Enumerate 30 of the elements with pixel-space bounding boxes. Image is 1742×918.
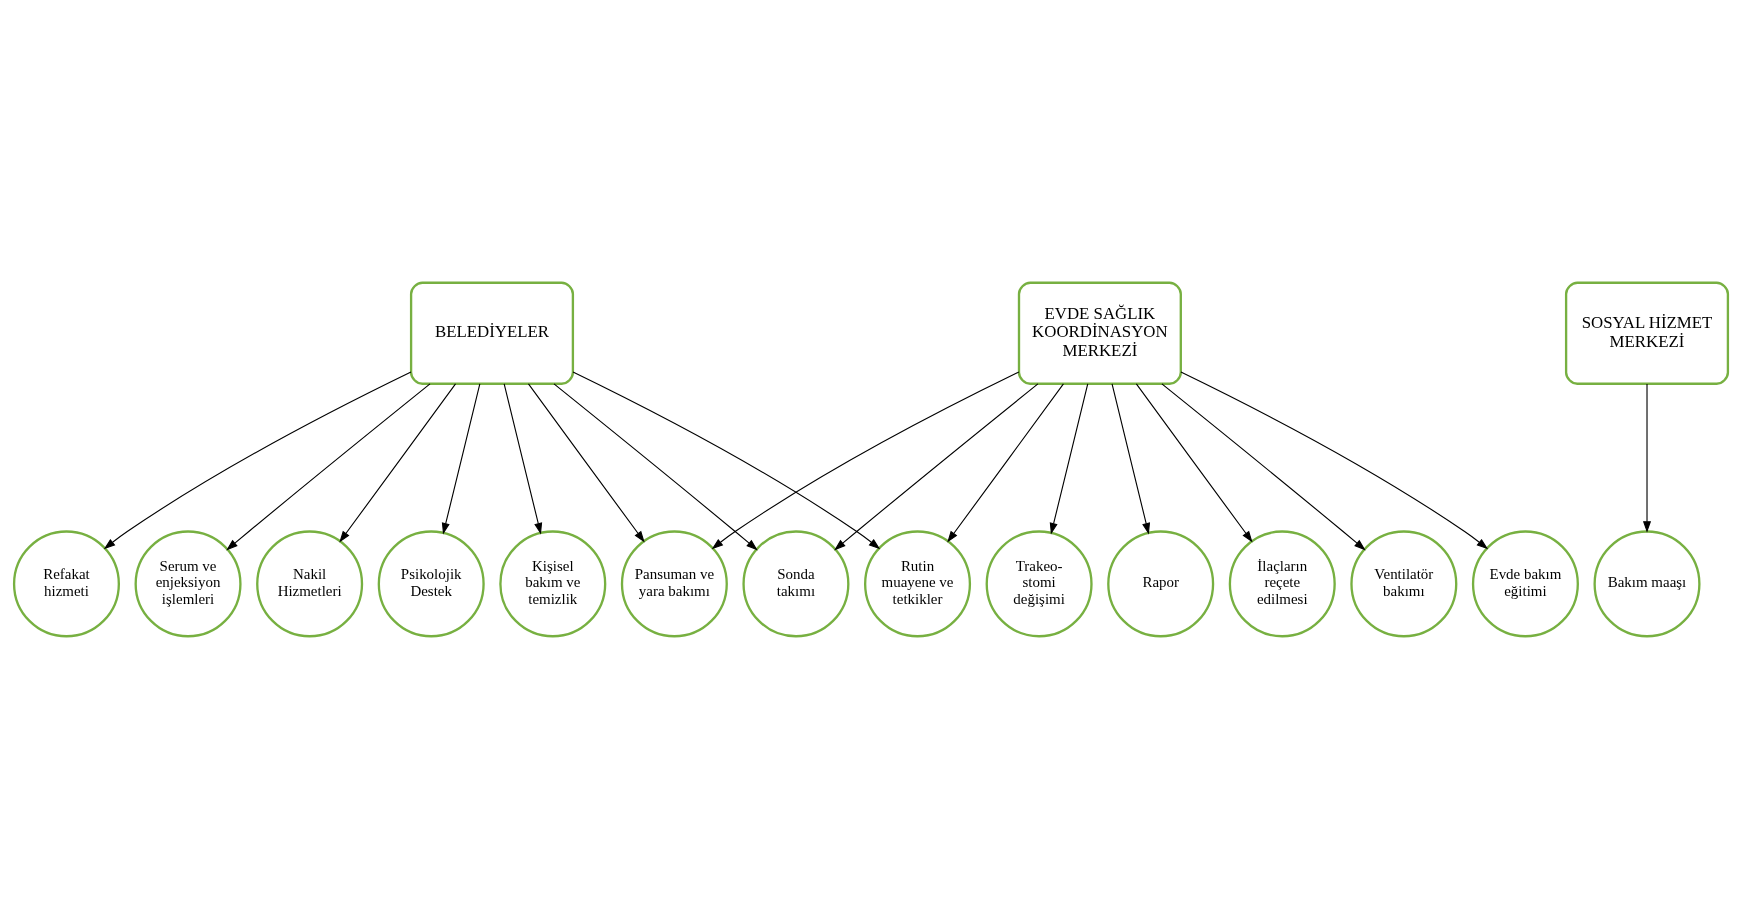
arrow xyxy=(553,382,758,550)
node-circle: Refakat hizmeti xyxy=(12,529,120,637)
arrow xyxy=(1642,382,1652,533)
arrow xyxy=(1161,382,1366,550)
arrow xyxy=(1180,370,1489,549)
arrow xyxy=(711,370,1020,549)
arrow xyxy=(834,382,1039,550)
arrow xyxy=(103,370,412,549)
node-circle: Kişisel bakım ve temizlik xyxy=(499,529,607,637)
node-circle: Rapor xyxy=(1107,529,1215,637)
node-circle: Psikolojik Destek xyxy=(377,529,485,637)
arrow xyxy=(527,382,645,542)
arrow xyxy=(226,382,431,550)
node-box: BELEDİYELER xyxy=(409,281,575,385)
arrow xyxy=(1135,382,1253,542)
arrow xyxy=(1049,382,1089,534)
node-box: SOSYAL HİZMET MERKEZİ xyxy=(1564,281,1730,385)
node-circle: Serum ve enjeksiyon işlemleri xyxy=(134,529,242,637)
node-circle: Sonda takımı xyxy=(742,529,850,637)
arrow xyxy=(339,382,457,542)
node-circle: Evde bakım eğitimi xyxy=(1471,529,1579,637)
arrow xyxy=(572,370,881,549)
node-circle: Trakeo- stomi değişimi xyxy=(985,529,1093,637)
node-box: EVDE SAĞLIK KOORDİNASYON MERKEZİ xyxy=(1017,281,1182,385)
arrow xyxy=(1111,382,1151,534)
arrow xyxy=(947,382,1064,542)
arrow xyxy=(441,382,481,534)
node-circle: Ventilatör bakımı xyxy=(1350,529,1458,637)
node-circle: Bakım maaşı xyxy=(1593,529,1701,637)
arrow xyxy=(503,382,543,534)
